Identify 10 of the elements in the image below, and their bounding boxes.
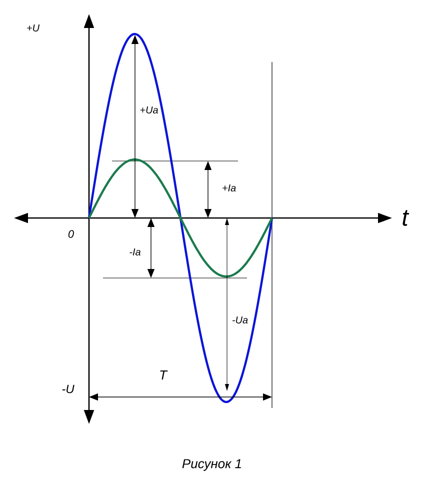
dimension-label: T — [160, 370, 168, 380]
dimension-label: +Ia — [222, 184, 236, 192]
axis-label: -U — [62, 384, 74, 394]
dimension-label: -Ia — [130, 248, 140, 256]
axis-label: t — [402, 210, 410, 226]
dimension-label: -Ua — [232, 316, 248, 324]
caption: Рисунок 1 — [182, 459, 241, 471]
axis-label: +U — [27, 24, 40, 32]
origin-label: 0 — [68, 230, 74, 238]
dimension-label: +Ua — [140, 106, 158, 114]
